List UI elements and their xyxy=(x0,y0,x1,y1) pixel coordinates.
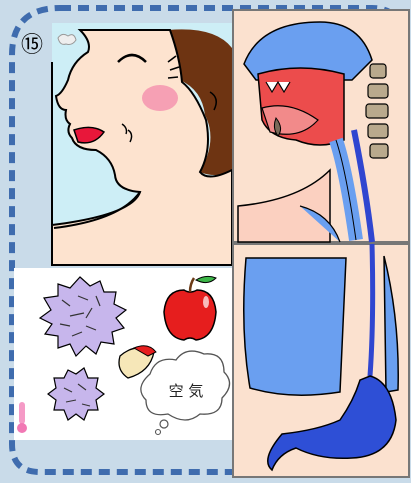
lungs-esophagus-stomach-illustration xyxy=(233,244,409,477)
cloud-label: 空 気 xyxy=(169,382,204,400)
throat-cross-section-illustration xyxy=(233,10,409,242)
slide-number: ⑮ xyxy=(21,33,43,58)
germ-apple-air-panel: 空 気 xyxy=(14,268,232,440)
small-cloud-icon xyxy=(58,34,76,44)
face-profile-illustration xyxy=(52,23,232,265)
